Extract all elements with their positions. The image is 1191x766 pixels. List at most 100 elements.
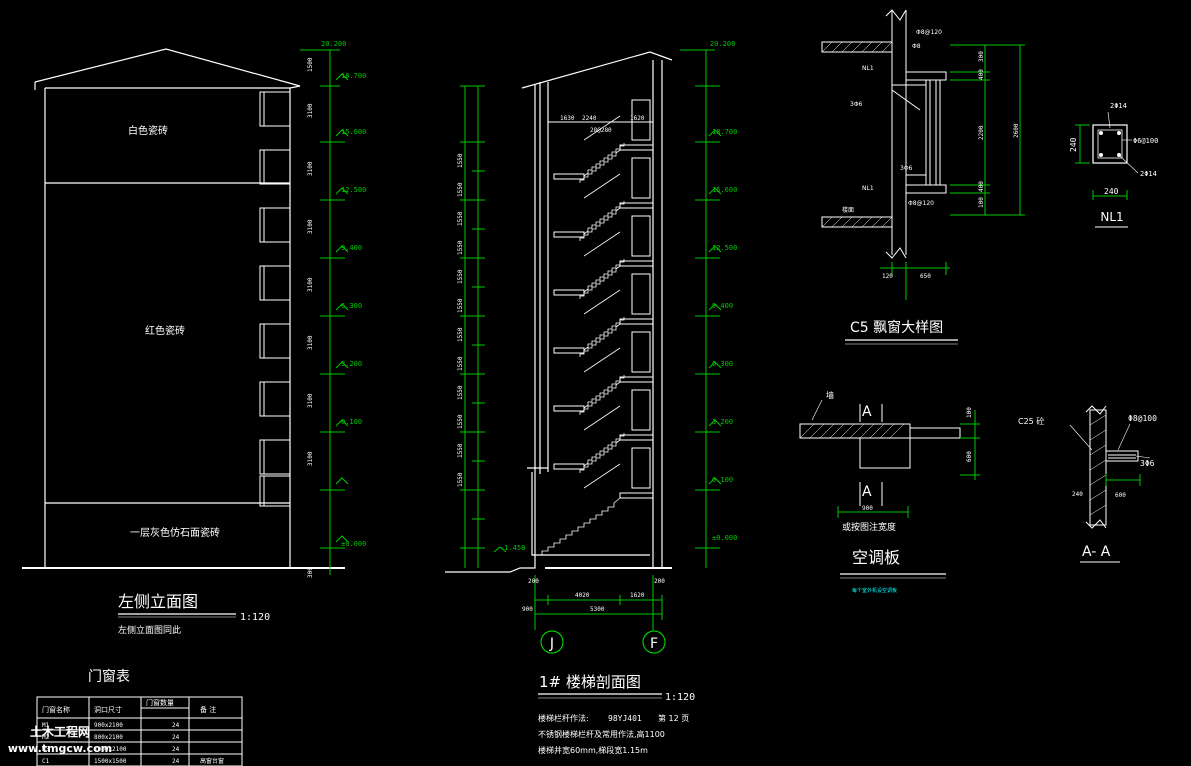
flight-dim: 1550	[457, 385, 464, 400]
elev-label: 9.400	[712, 302, 733, 310]
elevation-windows	[259, 91, 291, 507]
dim: 2200	[978, 125, 985, 140]
cell-name: M1	[42, 722, 50, 729]
bay-window-dimensions	[880, 44, 1025, 300]
top-dim: 2240	[582, 115, 597, 122]
bottom-dim: 200	[654, 578, 665, 585]
dim: 650	[920, 273, 931, 280]
table-header: 门窗名称	[42, 705, 70, 714]
table-header: 洞口尺寸	[94, 705, 122, 714]
label: Φ8@120	[916, 29, 942, 36]
cell-name: M3	[42, 746, 50, 753]
dim: 100	[978, 197, 985, 208]
flight-dim: 1550	[457, 327, 464, 342]
beam-nl1-detail: 2Φ14 Φ6@100 2Φ14 240 240 NL1	[1069, 102, 1158, 228]
elev-label: 18.700	[712, 128, 737, 136]
beam-label: 2Φ14	[1110, 102, 1127, 110]
storey-dim: 3100	[307, 219, 314, 234]
door-window-table: 门窗表 门窗名称 洞口尺寸 门窗数量 备 注 M1 900x2100 24	[36, 668, 243, 766]
dim: 600	[966, 451, 973, 462]
flight-dim: 1550	[457, 182, 464, 197]
beam-section	[1092, 124, 1128, 164]
elev-label: 12.500	[712, 244, 737, 252]
stair-note-ref: 98YJ401	[608, 714, 642, 723]
elev-label: 15.600	[712, 186, 737, 194]
cell-qty: 24	[172, 734, 180, 741]
ac-board-caption: 或按图注宽度	[842, 521, 896, 533]
section-aa-outline	[1085, 405, 1139, 529]
stair-bottom-dims: 4020 1620 5300 200 200 900	[522, 578, 665, 613]
storey-dim: 3100	[307, 103, 314, 118]
beam-dim: 240	[1104, 187, 1119, 196]
ac-wall-label: 墙	[826, 390, 834, 400]
label: 楼面	[842, 206, 854, 214]
stair-doors	[631, 99, 651, 489]
storey-dim: 3100	[307, 277, 314, 292]
elev-label: 20.200	[710, 40, 735, 48]
flight-dim: 1550	[457, 240, 464, 255]
stair-note: 不锈钢楼梯栏杆及常用作法,高1100	[538, 729, 665, 739]
table-row: M1 900x2100 24	[42, 722, 180, 729]
stair-right-dimension-chain	[680, 49, 722, 568]
section-aa-title: A- A	[1082, 544, 1111, 560]
ac-board-detail: 墙 100 600	[799, 390, 980, 594]
label: 3Φ6	[850, 101, 863, 108]
bay-window-title: C5 飘窗大样图	[850, 319, 943, 336]
stirrup	[1097, 129, 1123, 159]
flight-dim: 1550	[457, 211, 464, 226]
bottom-dim: 200	[528, 578, 539, 585]
table-header: 门窗数量	[146, 698, 174, 707]
table-row: M2 800x2100 24	[42, 734, 180, 741]
stair-flights	[541, 115, 625, 555]
dim: 100	[966, 407, 973, 418]
flight-dim: 1550	[457, 414, 464, 429]
elev-label: 6.300	[712, 360, 733, 368]
elev-label: 3.200	[712, 418, 733, 426]
beam-leaders	[1107, 111, 1139, 174]
label: 3Φ6	[900, 165, 913, 172]
stair-top-labels: 2240 1630 1620 28@280	[560, 115, 645, 134]
table-row: M3 1000x2100 24	[42, 746, 180, 753]
cell-size: 1500x1500	[94, 758, 127, 765]
axis-bubble	[642, 630, 666, 654]
storey-dim: 1500	[307, 57, 314, 72]
elevation-dimension-chain	[300, 49, 349, 575]
stair-note: 楼梯井宽60mm,梯段宽1.15m	[538, 745, 648, 755]
dim: 900	[862, 505, 873, 512]
elev-label: 9.400	[341, 244, 362, 252]
stair-section-scale: 1:120	[665, 692, 695, 703]
stair-note-page: 第 12 页	[658, 713, 689, 723]
bottom-dim: 4020	[575, 592, 590, 599]
elev-label: 6.300	[341, 302, 362, 310]
upper-material-label: 白色瓷砖	[128, 124, 168, 137]
ac-board-dim-values: 100 600 900	[862, 407, 973, 512]
bay-window-detail: 300 400 2200 400 100 2600 120 650 NL1 NL…	[821, 9, 1025, 345]
top-dim: 1630	[560, 115, 575, 122]
middle-material-label: 红色瓷砖	[145, 324, 185, 337]
elev-label: 0.100	[712, 476, 733, 484]
label: Φ8	[912, 43, 921, 50]
flight-dim: 1550	[457, 153, 464, 168]
label: C25 砼	[1018, 416, 1044, 426]
ac-board-small-note: 每个室外机设空调板	[852, 587, 897, 594]
stair-elevation-values: 20.200 18.700 15.600 12.500 9.400 6.300 …	[500, 40, 737, 552]
flight-dim: 1550	[457, 269, 464, 284]
table-title: 门窗表	[88, 668, 130, 685]
flight-dim: 1550	[457, 443, 464, 458]
dim: 300	[978, 51, 985, 62]
axis-label: F	[650, 636, 658, 652]
left-elevation: 白色瓷砖 红色瓷砖 一层灰色仿石面瓷砖 20.200 18.700 15.600…	[22, 40, 366, 636]
section-aa-leaders	[1069, 423, 1151, 459]
ground-level-marker	[493, 546, 507, 553]
bottom-dim: 900	[522, 606, 533, 613]
storey-dim: 3100	[307, 335, 314, 350]
label: Φ8@100	[1128, 414, 1157, 423]
top-note: 28@280	[590, 127, 612, 134]
stair-landings	[548, 121, 654, 499]
storey-dim: 3100	[307, 393, 314, 408]
leader	[811, 399, 823, 421]
cell-qty: 24	[172, 758, 180, 765]
ac-board-dimensions	[837, 410, 980, 518]
stair-flight-dims: 1550 1550 1550 1550 1550 1550 1550 1550 …	[457, 153, 464, 487]
